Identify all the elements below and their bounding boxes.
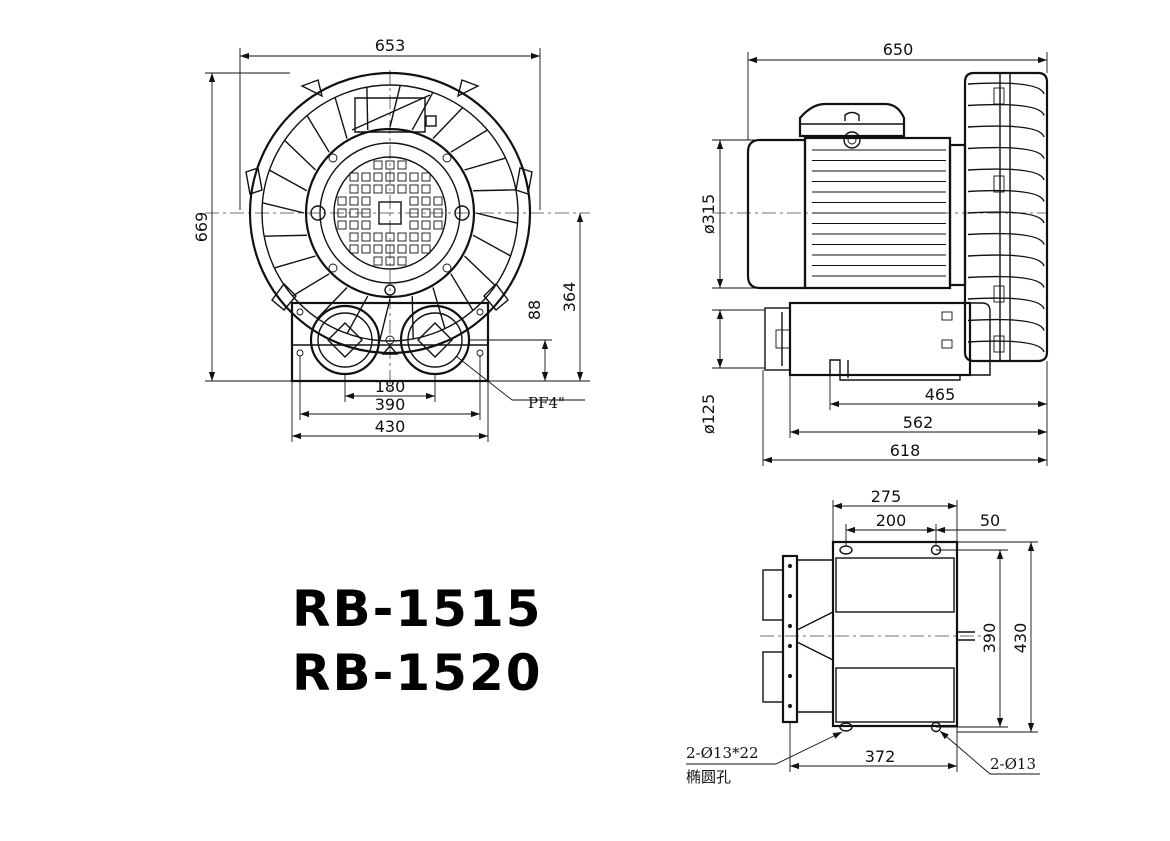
side-view: 650 ø315 ø125 465 562 618 (699, 40, 1049, 466)
dim-base-b: 562 (903, 413, 934, 432)
dim-overall-length: 650 (883, 40, 914, 59)
dim-offset: 50 (980, 511, 1000, 530)
model-name-2: RB-1520 (292, 644, 543, 702)
dim-depth-b: 430 (1011, 623, 1030, 654)
dim-base-total: 618 (890, 441, 921, 460)
dim-width-a: 275 (871, 487, 902, 506)
dim-depth-a: 390 (980, 623, 999, 654)
dim-port-spacing: 180 (375, 377, 406, 396)
dim-motor-diameter: ø315 (699, 194, 718, 234)
port-thread-note: PF4" (528, 394, 565, 412)
slot-hole-label: 椭圆孔 (686, 768, 731, 786)
round-hole-note: 2-Ø13 (990, 755, 1036, 773)
plan-view: 275 200 50 390 430 372 2-Ø13*22 椭圆孔 2-Ø1… (686, 487, 1040, 786)
dim-base-a: 465 (925, 385, 956, 404)
dim-base-width: 430 (375, 417, 406, 436)
dim-overall-width: 653 (375, 36, 406, 55)
dim-base-length: 372 (865, 747, 896, 766)
dim-overall-height: 669 (192, 212, 211, 243)
slot-hole-note: 2-Ø13*22 (686, 744, 759, 762)
dim-base-hole-spacing: 390 (375, 395, 406, 414)
dim-width-b: 200 (876, 511, 907, 530)
dim-shaft-height: 364 (560, 282, 579, 313)
dim-port-diameter: ø125 (699, 394, 718, 434)
model-name-1: RB-1515 (292, 580, 543, 638)
front-view: 653 669 364 88 180 390 430 PF4" (192, 36, 590, 442)
dim-outlet-height: 88 (525, 300, 544, 320)
